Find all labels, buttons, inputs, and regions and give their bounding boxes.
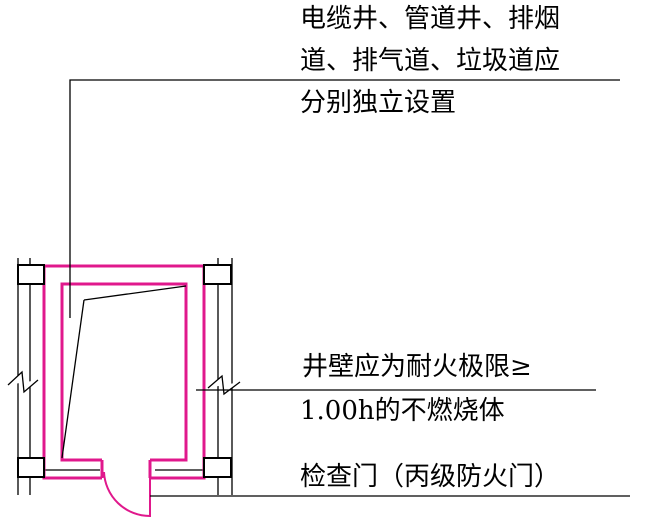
structural-wall-lines [17, 258, 233, 495]
wall-break-marks [7, 370, 241, 396]
door-swing-arc [103, 471, 151, 517]
column-top-left [17, 264, 45, 285]
leader-top [69, 79, 620, 318]
leader-lines [69, 79, 630, 497]
corner-columns [17, 264, 232, 478]
shaft-wall-outer-left [42, 264, 206, 480]
note-middle-line-2: 1.00h的不燃烧体 [300, 396, 505, 426]
shaft-wall-inner-left [60, 282, 188, 462]
inspection-door [103, 470, 151, 517]
column-bottom-left [17, 457, 45, 478]
note-middle-line-1: 井壁应为耐火极限≥ [302, 352, 532, 382]
note-top-line-2: 道、排气道、垃圾道应 [300, 46, 561, 76]
column-top-right [203, 264, 232, 285]
shaft-opening-mark [61, 285, 187, 459]
note-top-line-1: 电缆井、管道井、排烟 [300, 4, 561, 34]
column-bottom-right [203, 457, 232, 478]
shaft-walls [42, 264, 206, 480]
note-bottom-line-1: 检查门（丙级防火门） [300, 462, 561, 492]
note-top-line-3: 分别独立设置 [300, 88, 457, 118]
